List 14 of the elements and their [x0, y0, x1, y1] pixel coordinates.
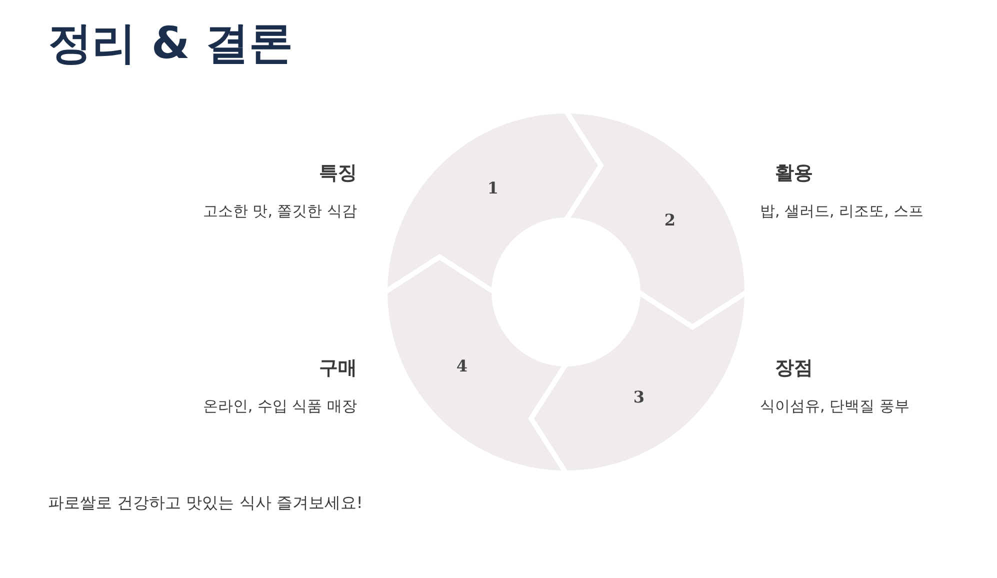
- step-number: 3: [633, 388, 645, 406]
- step-number: 2: [664, 210, 676, 230]
- description: 고소한 맛, 쫄깃한 식감: [202, 202, 357, 221]
- heading: 특징: [319, 161, 357, 186]
- title: 정리 & 결론: [48, 17, 294, 71]
- description: 밥, 샐러드, 리조또, 스프: [760, 202, 924, 221]
- description: 식이섬유, 단백질 풍부: [760, 397, 910, 416]
- caption: 파로쌀로 건강하고 맛있는 식사 즐겨보세요!: [48, 493, 363, 514]
- description: 온라인, 수입 식품 매장: [202, 397, 357, 416]
- step-number: 1: [487, 178, 499, 198]
- heading: 구매: [319, 356, 357, 381]
- heading: 장점: [775, 356, 813, 381]
- heading: 활용: [775, 161, 813, 186]
- step-number: 4: [456, 356, 468, 376]
